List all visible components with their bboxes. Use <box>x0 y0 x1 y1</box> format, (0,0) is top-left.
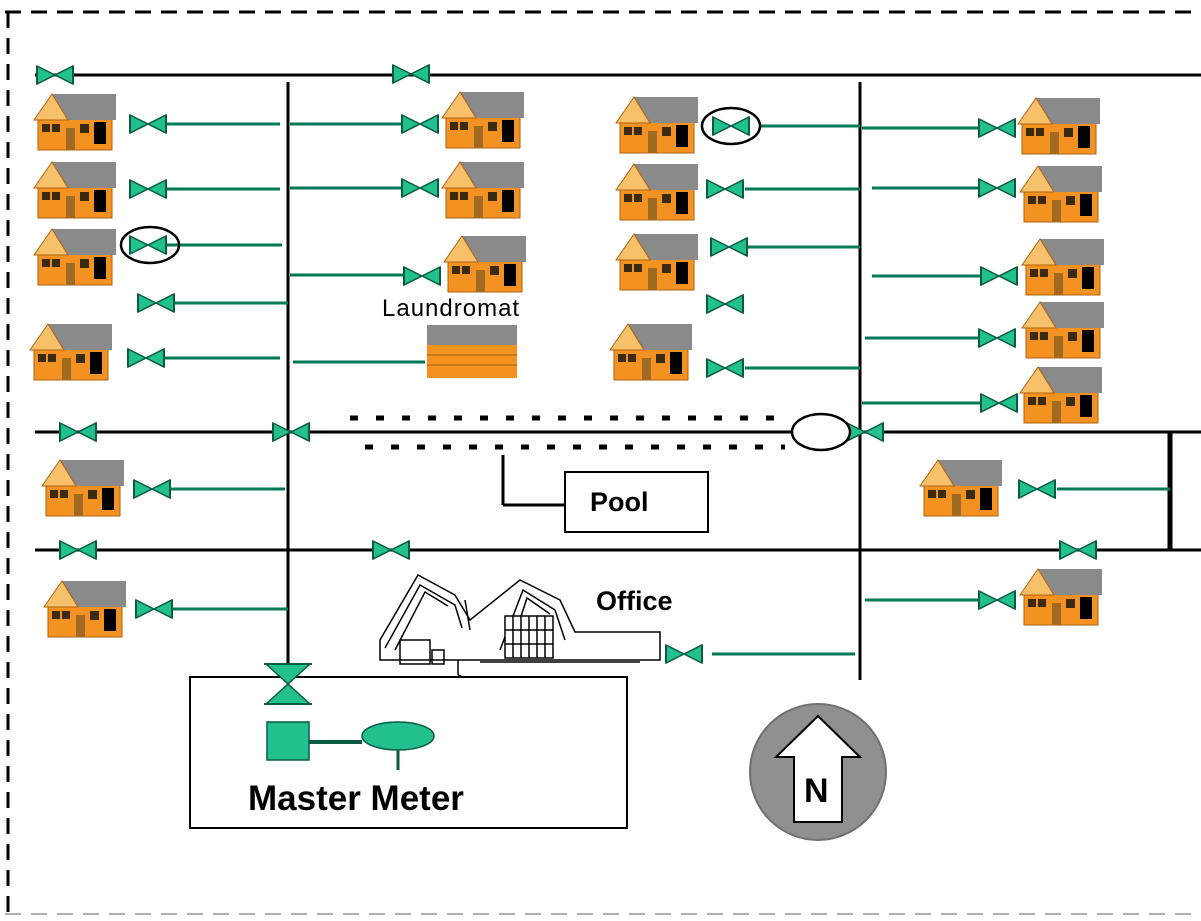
valve-icon <box>372 540 410 560</box>
house-icon <box>43 580 127 638</box>
valve-icon <box>135 599 173 619</box>
house-icon <box>1021 238 1105 296</box>
house-icon <box>609 323 693 381</box>
valve-icon <box>59 540 97 560</box>
house-icon <box>1019 568 1103 626</box>
valve-icon <box>401 114 439 134</box>
valve-icon <box>129 235 167 255</box>
master-shutoff-valve-icon <box>264 663 312 705</box>
valve-icon <box>706 179 744 199</box>
house-icon <box>441 161 525 219</box>
valve-icon <box>129 179 167 199</box>
main-pipes <box>35 73 1201 720</box>
house-icon <box>33 93 117 151</box>
valve-icon <box>712 116 750 136</box>
house-icon <box>33 228 117 286</box>
master-meter-box <box>189 676 628 829</box>
valve-icon <box>133 479 171 499</box>
valve-icon <box>980 393 1018 413</box>
valve-icon <box>1059 540 1097 560</box>
valve-icon <box>665 644 703 664</box>
pool-box <box>564 471 709 533</box>
house-icon <box>615 96 699 154</box>
laundromat-label: Laundromat <box>382 295 520 322</box>
service-lines <box>160 122 1170 656</box>
valve-icon <box>706 294 744 314</box>
north-label: N <box>804 772 829 810</box>
laundromat-building <box>427 325 517 378</box>
property-boundary <box>5 10 1201 921</box>
pool-dotted-line <box>350 415 785 450</box>
valve-icon <box>1018 479 1056 499</box>
house-icon <box>615 233 699 291</box>
valve-icon <box>127 348 165 368</box>
meter-icon <box>266 721 435 770</box>
valve-icon <box>978 178 1016 198</box>
office-building <box>379 573 661 681</box>
valve-icon <box>129 114 167 134</box>
valve-icon <box>401 178 439 198</box>
house-icon <box>29 323 113 381</box>
master-meter-label: Master Meter <box>248 779 464 818</box>
valve-icon <box>980 266 1018 286</box>
valve-icon <box>272 422 310 442</box>
house-icon <box>1021 301 1105 359</box>
valve-icon <box>978 590 1016 610</box>
house-icon <box>443 235 527 293</box>
house-icon <box>615 163 699 221</box>
house-icon <box>33 161 117 219</box>
house-icon <box>441 91 525 149</box>
valve-icon <box>403 266 441 286</box>
valve-icon <box>706 358 744 378</box>
office-label: Office <box>596 586 673 616</box>
house-icon <box>41 459 125 517</box>
house-icon <box>1017 97 1101 155</box>
valve-icon <box>137 293 175 313</box>
houses <box>29 91 1105 638</box>
valve-icon <box>710 237 748 257</box>
valve-icon <box>978 328 1016 348</box>
house-icon <box>1019 165 1103 223</box>
valve-icon <box>978 118 1016 138</box>
house-icon <box>919 459 1003 517</box>
valve-icon <box>36 65 74 85</box>
north-arrow-icon <box>749 703 887 841</box>
house-icon <box>1019 366 1103 424</box>
valve-icon <box>392 64 430 84</box>
highlighted-valves <box>119 106 852 452</box>
valves <box>36 64 1097 664</box>
valve-icon <box>59 422 97 442</box>
pool-label: Pool <box>590 487 649 517</box>
valve-icon <box>846 422 884 442</box>
